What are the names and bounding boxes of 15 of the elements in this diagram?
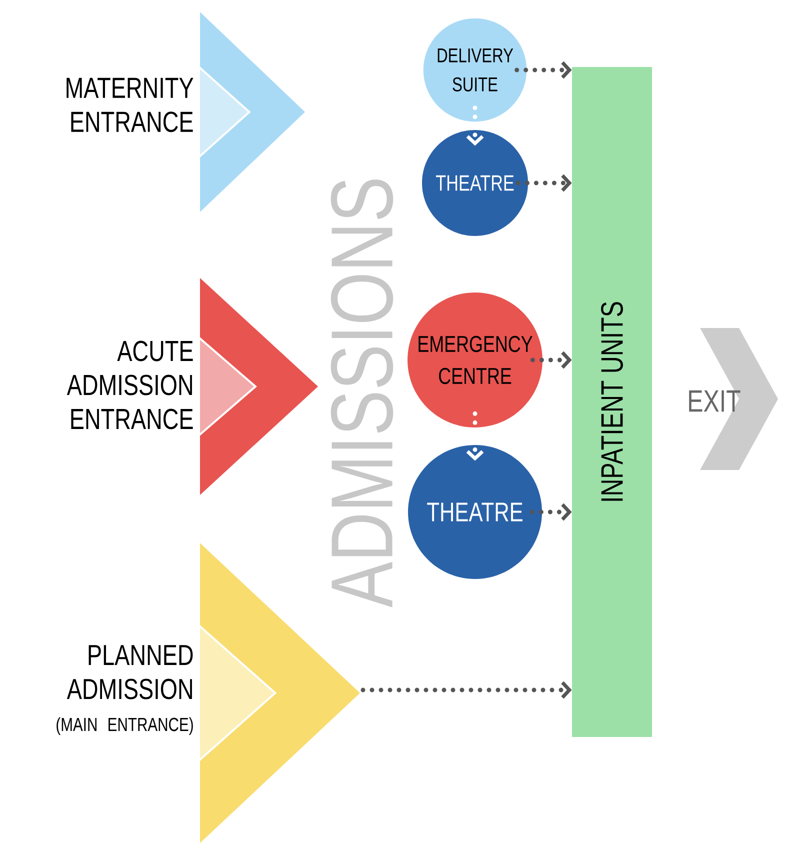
node-label: MATERNITY ENTRANCE [66,78,194,132]
dotted-arrow [360,681,572,699]
entrance-chevron: MATERNITY ENTRANCE [66,12,305,212]
dotted-arrow [516,174,572,192]
dotted-arrow [514,61,572,79]
node-label: ACUTE ADMISSION ENTRANCE [66,340,193,430]
node-label: (MAIN ENTRANCE) [56,717,193,735]
node-label: PLANNED ADMISSION [66,645,193,700]
dotted-arrow [466,106,484,146]
dotted-arrow [530,351,572,369]
exit-chevron: EXIT [689,328,778,470]
entrance-chevron: ACUTE ADMISSION ENTRANCE [66,278,318,495]
inpatient-bar: INPATIENT UNITS [572,67,652,737]
dotted-arrow [530,503,572,521]
watermark-heading: ADMISSIONS [330,180,394,608]
